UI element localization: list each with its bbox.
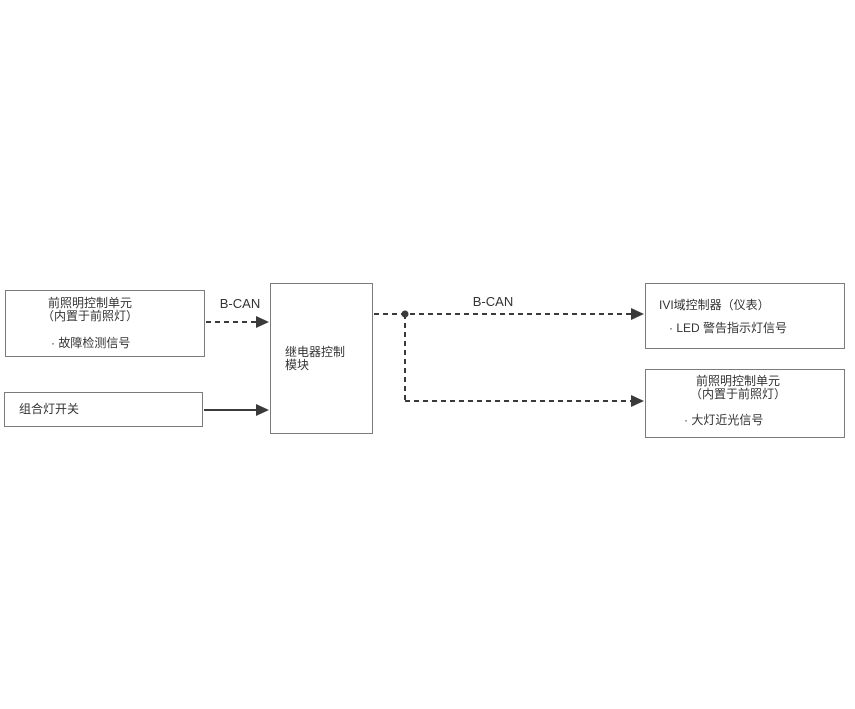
arrowhead-icon	[256, 404, 269, 416]
arrowhead-icon	[256, 316, 269, 328]
low-beam-signal-label: · 大灯近光信号	[684, 413, 764, 427]
relay-control-module-label: 继电器控制 模块	[285, 344, 346, 372]
node-relay-control-module: 继电器控制 模块	[270, 283, 373, 434]
edge-bcan-relay-to-headlamp-right	[404, 314, 644, 407]
edge-combo-switch-to-relay	[204, 404, 269, 416]
fault-detection-signal-label: · 故障检测信号	[51, 336, 131, 350]
bcan-label-left: B-CAN	[219, 296, 261, 311]
arrowhead-icon	[631, 308, 644, 320]
led-warning-indicator-signal-label: · LED 警告指示灯信号	[669, 321, 788, 335]
combination-light-switch-label: 组合灯开关	[19, 402, 80, 416]
node-headlamp-control-unit-right: 前照明控制单元 （内置于前照灯） · 大灯近光信号	[645, 369, 845, 438]
bus-junction-dot	[401, 310, 409, 318]
node-headlamp-control-unit-left: 前照明控制单元 （内置于前照灯） · 故障检测信号	[5, 290, 205, 357]
headlamp-left-title: 前照明控制单元 （内置于前照灯）	[41, 296, 138, 323]
edge-bcan-headlamp-to-relay	[206, 316, 269, 328]
ivi-controller-title: IVI域控制器（仪表）	[659, 298, 770, 312]
edge-bcan-relay-to-ivi	[374, 308, 644, 320]
arrowhead-icon	[631, 395, 644, 407]
bcan-label-right: B-CAN	[472, 294, 514, 309]
node-ivi-domain-controller: IVI域控制器（仪表） · LED 警告指示灯信号	[645, 283, 845, 349]
node-combination-light-switch: 组合灯开关	[4, 392, 203, 427]
headlamp-right-title: 前照明控制单元 （内置于前照灯）	[689, 374, 786, 401]
